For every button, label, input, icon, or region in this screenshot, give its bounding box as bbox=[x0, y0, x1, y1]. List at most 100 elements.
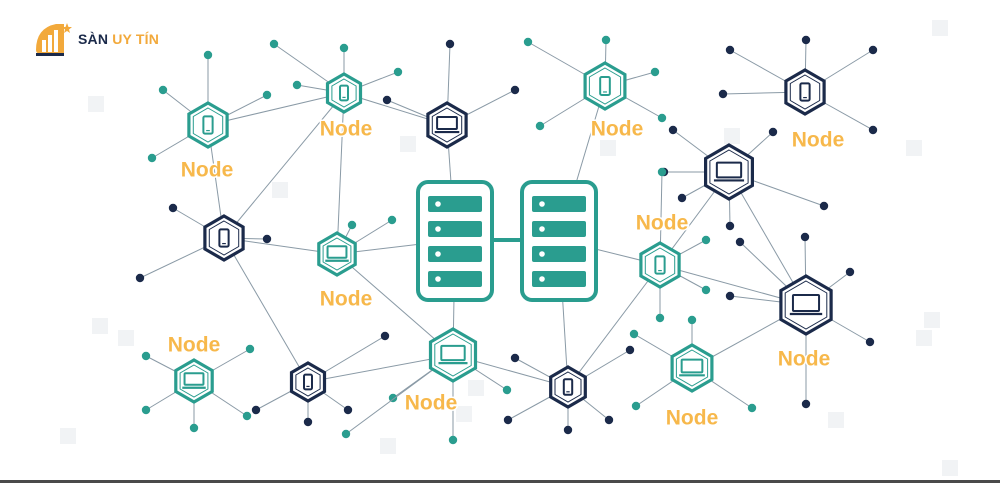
node-hexagon-inner bbox=[554, 371, 582, 403]
satellite-dot bbox=[725, 45, 735, 55]
node-label: Node bbox=[778, 348, 831, 371]
background-squares bbox=[60, 20, 958, 476]
server-1 bbox=[416, 180, 494, 302]
server-rack-row bbox=[532, 221, 586, 237]
server-rack-row bbox=[428, 271, 482, 287]
satellite-dot bbox=[502, 385, 512, 395]
background-square bbox=[924, 312, 940, 328]
phone-icon bbox=[303, 373, 313, 391]
satellite-dot bbox=[262, 234, 272, 244]
background-square bbox=[400, 136, 416, 152]
node-label: Node bbox=[181, 159, 234, 182]
satellite-dot bbox=[503, 415, 513, 425]
satellite-dot bbox=[251, 405, 261, 415]
background-square bbox=[380, 438, 396, 454]
node-n2 bbox=[269, 39, 403, 114]
node-hexagon-inner bbox=[434, 333, 472, 377]
satellite-dot bbox=[339, 43, 349, 53]
node-hexagon-inner bbox=[644, 247, 676, 283]
satellite-dot bbox=[448, 435, 458, 445]
node-n13 bbox=[341, 327, 512, 445]
satellite-dot bbox=[657, 167, 667, 177]
laptop-icon bbox=[326, 245, 348, 259]
satellite-dot bbox=[445, 39, 455, 49]
node-hexagon-inner bbox=[784, 280, 828, 330]
satellite-dot bbox=[341, 429, 351, 439]
network-nodes bbox=[135, 35, 878, 445]
node-hexagon-inner bbox=[789, 74, 821, 110]
node-n11 bbox=[141, 344, 255, 433]
server-led-icon bbox=[435, 276, 441, 282]
brand-name-part1: SÀN bbox=[78, 31, 113, 47]
bottom-divider bbox=[0, 480, 1000, 483]
background-square bbox=[88, 96, 104, 112]
satellite-dot bbox=[800, 232, 810, 242]
server-rack-row bbox=[532, 196, 586, 212]
server-led-icon bbox=[435, 251, 441, 257]
background-square bbox=[456, 406, 472, 422]
node-hexagon-inner bbox=[675, 349, 709, 387]
server-rack-row bbox=[428, 221, 482, 237]
satellite-dot bbox=[657, 113, 667, 123]
node-hexagon bbox=[325, 72, 363, 114]
satellite-dot bbox=[718, 89, 728, 99]
node-n1 bbox=[147, 50, 272, 163]
node-label: Node bbox=[666, 407, 719, 430]
node-hexagon bbox=[428, 327, 478, 383]
server-led-icon bbox=[435, 226, 441, 232]
satellite-dot bbox=[380, 331, 390, 341]
node-hexagon-inner bbox=[208, 220, 240, 256]
node-hexagon bbox=[784, 68, 826, 116]
satellite-dot bbox=[668, 125, 678, 135]
satellite-dot bbox=[141, 351, 151, 361]
node-hexagon bbox=[583, 61, 627, 111]
link-line bbox=[207, 92, 345, 126]
link-line bbox=[223, 92, 345, 239]
node-hexagon bbox=[187, 101, 229, 149]
node-n8 bbox=[317, 215, 397, 277]
node-label: Node bbox=[320, 118, 373, 141]
satellite-dot bbox=[845, 267, 855, 277]
laptop-icon bbox=[680, 358, 704, 374]
phone-icon bbox=[339, 84, 349, 102]
satellite-dot bbox=[868, 125, 878, 135]
node-hexagon bbox=[426, 101, 468, 149]
node-hexagon bbox=[703, 143, 755, 201]
laptop-icon bbox=[440, 344, 466, 362]
node-n4 bbox=[523, 35, 667, 131]
node-hexagon bbox=[639, 241, 681, 289]
satellite-dot bbox=[262, 90, 272, 100]
server-led-icon bbox=[539, 276, 545, 282]
node-n10 bbox=[725, 232, 875, 409]
node-hexagon-inner bbox=[709, 149, 749, 195]
link-line bbox=[336, 253, 454, 356]
satellite-dot bbox=[393, 67, 403, 77]
node-hexagon-inner bbox=[179, 364, 209, 398]
satellite-dot bbox=[725, 221, 735, 231]
node-hexagon bbox=[549, 365, 587, 409]
server-led-icon bbox=[539, 226, 545, 232]
satellite-dot bbox=[510, 85, 520, 95]
satellite-dot bbox=[510, 353, 520, 363]
link-line bbox=[336, 92, 345, 255]
background-square bbox=[942, 460, 958, 476]
satellite-dot bbox=[535, 121, 545, 131]
node-n12 bbox=[251, 331, 390, 427]
link-line bbox=[223, 237, 309, 383]
laptop-icon bbox=[791, 294, 821, 312]
node-label: Node bbox=[636, 212, 689, 235]
satellite-dot bbox=[625, 345, 635, 355]
node-n6 bbox=[659, 125, 829, 231]
node-hexagon-inner bbox=[295, 367, 321, 397]
node-hexagon-inner bbox=[331, 78, 357, 108]
background-square bbox=[118, 330, 134, 346]
satellite-dot bbox=[292, 80, 302, 90]
link-line bbox=[567, 264, 661, 388]
central-servers bbox=[416, 180, 598, 302]
server-led-icon bbox=[435, 201, 441, 207]
brand-name: SÀN UY TÍN bbox=[78, 31, 159, 47]
node-label: Node bbox=[320, 288, 373, 311]
satellite-dot bbox=[865, 337, 875, 347]
satellite-dot bbox=[147, 153, 157, 163]
